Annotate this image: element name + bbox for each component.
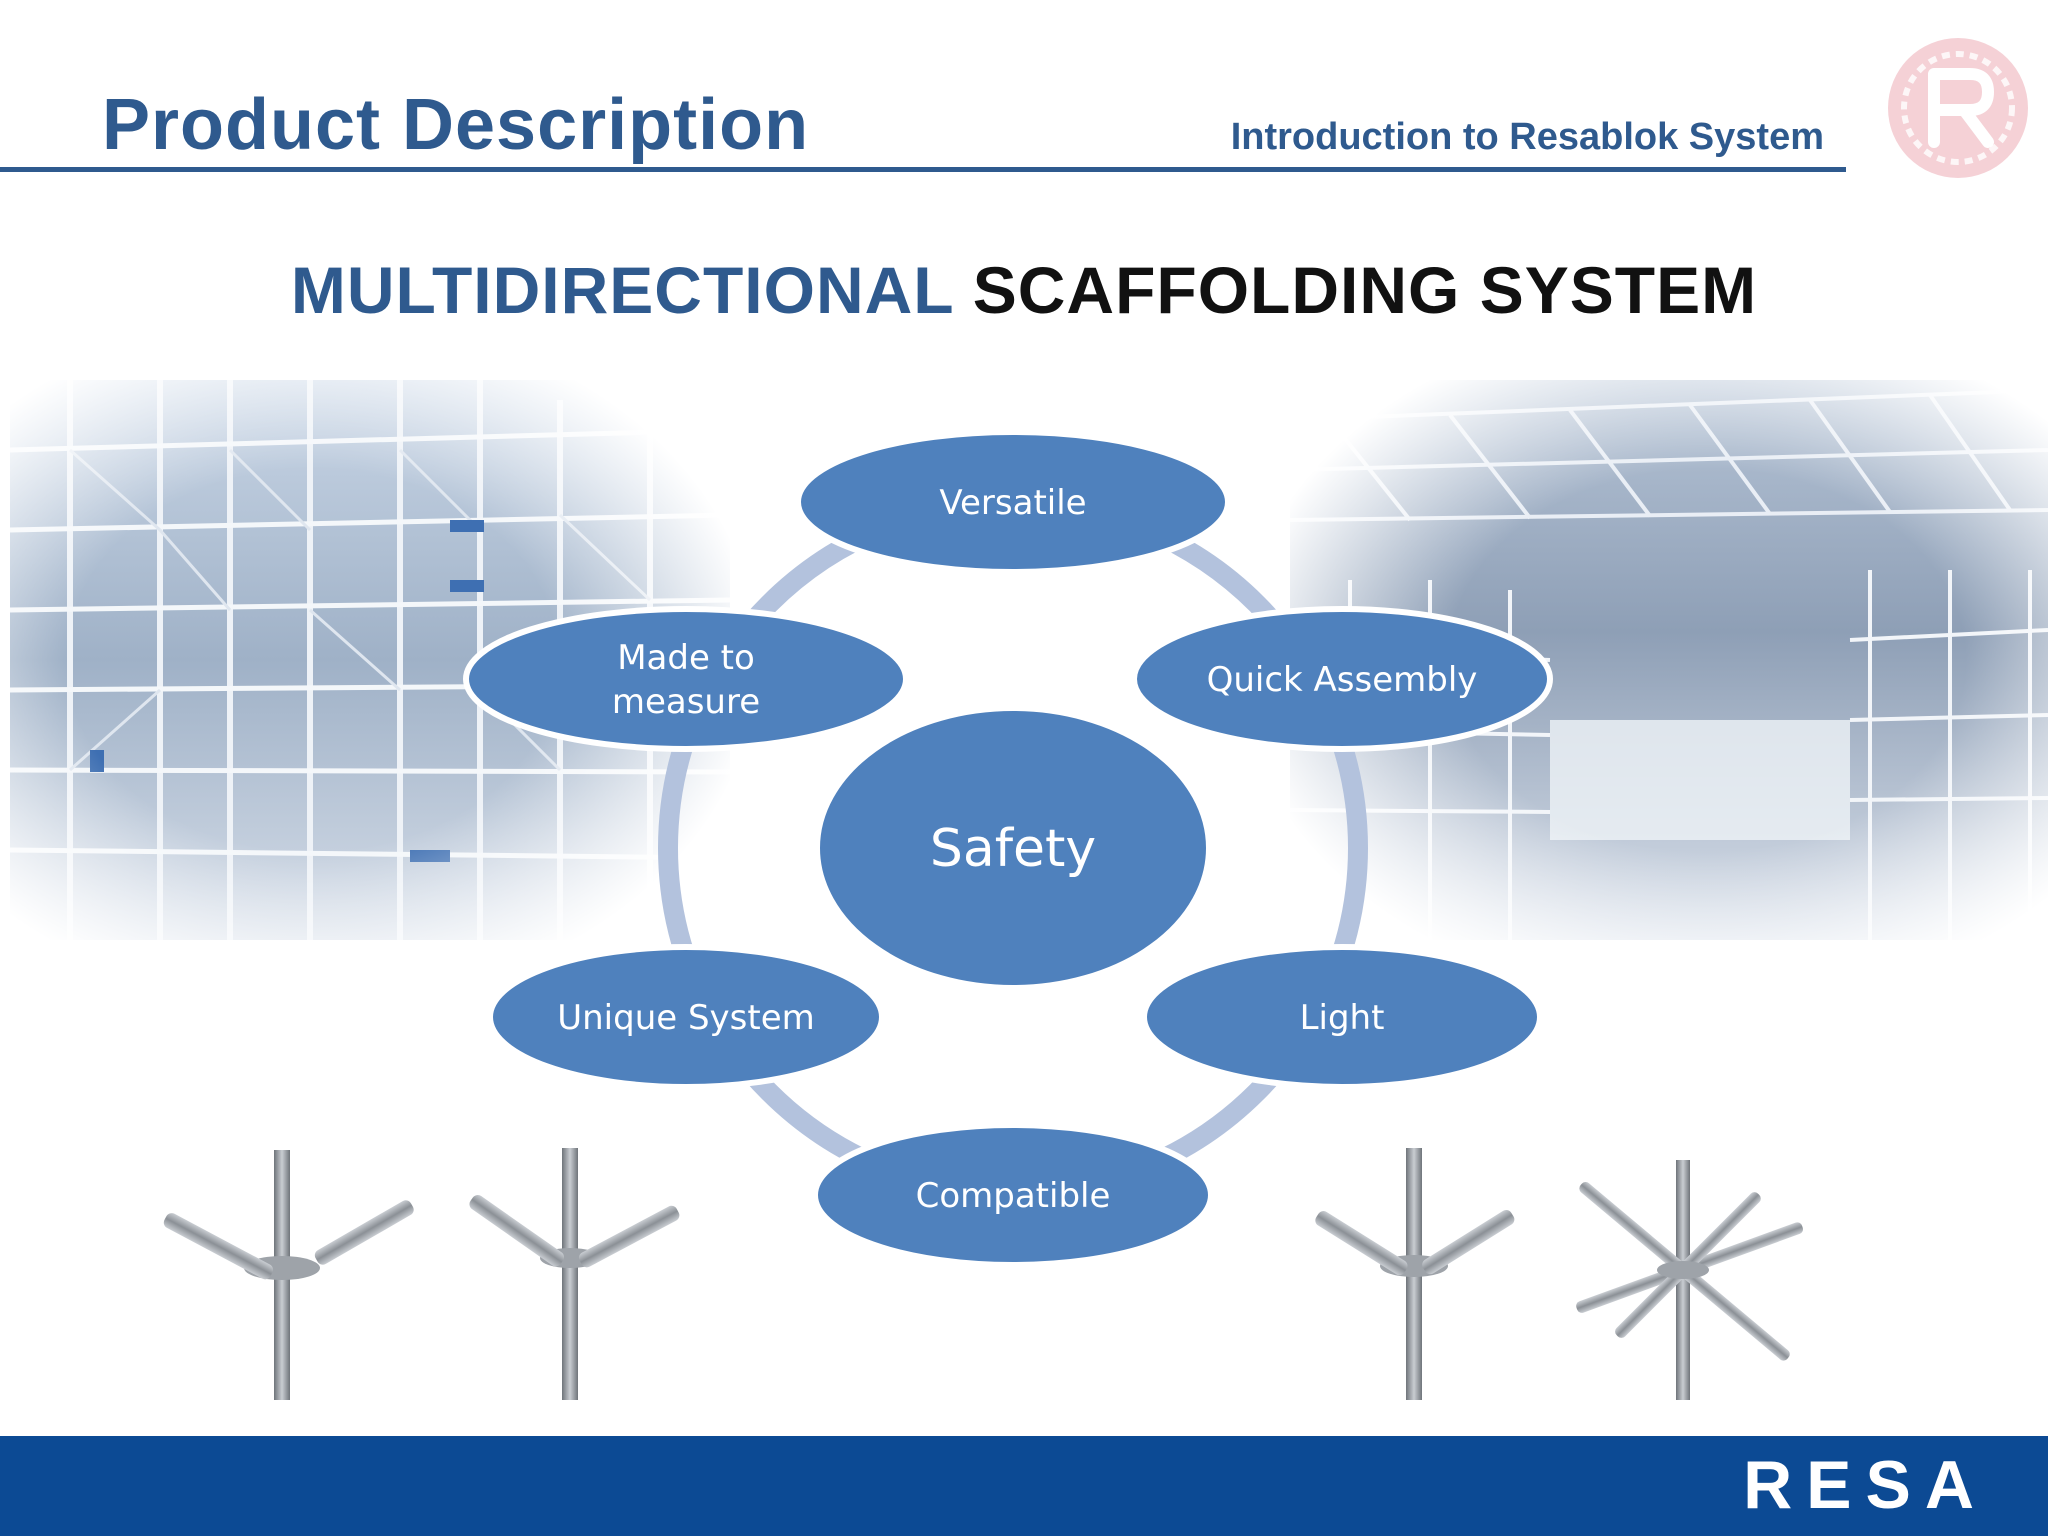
scaffold-joint-illustrations-right: [1315, 1148, 1803, 1400]
header-divider: [0, 167, 1846, 172]
page-subtitle: Introduction to Resablok System: [1230, 116, 1824, 158]
node-light: Light: [1141, 944, 1543, 1090]
node-made-to-measure: Made to measure: [463, 606, 909, 752]
node-label-unique-system: Unique System: [557, 998, 815, 1038]
node-label-made-to-measure-line2: measure: [612, 682, 760, 722]
resa-logo: RESA: [1743, 1447, 1988, 1523]
heading-blue-part: MULTIDIRECTIONAL: [290, 253, 954, 327]
node-label-light: Light: [1300, 998, 1385, 1038]
main-heading: MULTIDIRECTIONAL SCAFFOLDING SYSTEM: [0, 252, 2048, 328]
company-logo-icon: [1888, 38, 2028, 178]
heading-black-part: SCAFFOLDING SYSTEM: [972, 253, 1758, 327]
center-label: Safety: [930, 819, 1096, 879]
node-versatile: Versatile: [795, 429, 1231, 575]
node-compatible: Compatible: [812, 1122, 1214, 1268]
scaffolding-photo-left: [10, 380, 730, 940]
node-quick-assembly: Quick Assembly: [1131, 606, 1553, 752]
node-center-safety: Safety: [814, 705, 1212, 991]
node-label-made-to-measure-line1: Made to: [617, 638, 755, 678]
page-title: Product Description: [102, 85, 810, 165]
footer-bar: [0, 1436, 2048, 1536]
node-label-versatile: Versatile: [939, 483, 1086, 523]
node-label-quick-assembly: Quick Assembly: [1207, 660, 1478, 700]
scaffold-joint-illustrations-left: [163, 1148, 680, 1400]
node-label-compatible: Compatible: [916, 1176, 1111, 1216]
node-unique-system: Unique System: [487, 944, 885, 1090]
